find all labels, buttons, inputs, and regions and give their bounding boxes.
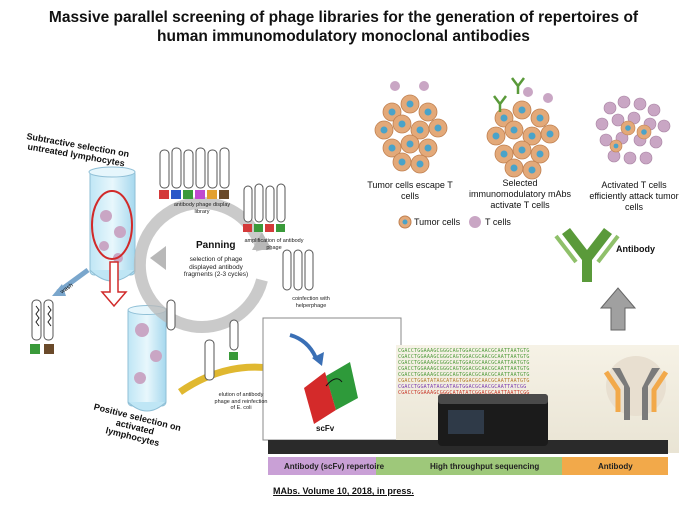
- sequence-line: CGACCTGGAAAGCGGGCAGTGGACGCAACGCAATTAATGT…: [398, 360, 530, 366]
- antibody-label: Antibody: [616, 244, 655, 254]
- panning-title: Panning: [196, 240, 236, 251]
- coinfection-phages: [282, 249, 314, 291]
- scfv-label: scFv: [316, 424, 335, 433]
- citation-text: MAbs. Volume 10, 2018, in press.: [273, 486, 414, 496]
- cluster-t-attack: [595, 95, 671, 165]
- legend-tcell-icon: [469, 216, 481, 228]
- selected-mabs-label: Selected immunomodulatory mAbs activate …: [468, 178, 572, 210]
- bar-antibody-label: Antibody: [598, 462, 633, 471]
- sequencing-panel: [268, 345, 679, 454]
- sequence-line: CGACCTGGAAAGCGGGCAGTGGACGCAACGCAATTAATGT…: [398, 366, 530, 372]
- red-down-arrow: [100, 261, 128, 308]
- sequence-line: CGACCTGGAAAGCGGGCATATATCGGACGCAATTAATTCG…: [398, 390, 530, 396]
- coinfection-label: coinfection with helperphage: [292, 296, 330, 309]
- title-line-1: Massive parallel screening of phage libr…: [48, 9, 639, 26]
- citation: MAbs. Volume 10, 2018, in press.: [0, 486, 687, 496]
- red-selection-circle: [91, 190, 133, 260]
- scfv-panel: [262, 317, 402, 441]
- sequence-list: CGACCTGGAAAGCGGGCAGTGGACGCAACGCAATTAATGT…: [398, 348, 598, 396]
- bar-sequencing-label: High throughput sequencing: [430, 462, 540, 471]
- sequence-line: CGACCTGGAAAGCGGGCAGTGGACGCAACGCAATTAATGT…: [398, 354, 530, 360]
- library-label: antibody phage display library: [173, 202, 231, 215]
- panning-cycle: [133, 197, 272, 333]
- panning-description: selection of phage displayed antibody fr…: [183, 256, 249, 278]
- sequence-line: CGACCTGGAAAGCGGGCAGTGGACGCAACGCAATTAATGT…: [398, 348, 530, 354]
- cluster-mab-activation: [486, 77, 560, 180]
- amplified-phages: [243, 183, 286, 232]
- title-line-2: human immunomodulatory monoclonal antibo…: [157, 28, 530, 45]
- activated-t-label: Activated T cells efficiently attack tum…: [589, 180, 679, 212]
- washed-phages: [30, 299, 54, 354]
- legend-tcell-label: T cells: [485, 217, 511, 227]
- tube-positive: [127, 305, 167, 412]
- phage-library: [159, 147, 230, 199]
- legend-tumor-label: Tumor cells: [414, 217, 461, 227]
- bottom-flow-bar: [268, 457, 668, 475]
- tube-subtractive: [88, 166, 136, 282]
- cluster-tumor-escape: [374, 81, 448, 174]
- figure-title: Massive parallel screening of phage libr…: [10, 8, 677, 46]
- sequence-line: CGACCTGGATATAGCATAGTGGACGCAACGCAATTATCGG: [398, 384, 527, 390]
- amplification-label: amplification of antibody phage: [244, 238, 304, 251]
- elution-label: elution of antibody phage and reinfectio…: [214, 392, 268, 411]
- sequence-line: CGACCTGGAAAGCGGGCAGTGGACGCAACGCAATTAATGT…: [398, 372, 530, 378]
- bound-phages: [166, 299, 239, 360]
- legend: [398, 215, 481, 229]
- bar-repertoire-label: Antibody (scFv) repertoire: [284, 462, 385, 471]
- antibody-icon: [554, 228, 620, 282]
- gray-up-arrow: [599, 287, 637, 331]
- sequence-line: CGACCTGGATATAGCATAGTGGACGCAACGCAATTAATGT…: [398, 378, 530, 384]
- tumor-escape-label: Tumor cells escape T cells: [367, 180, 453, 201]
